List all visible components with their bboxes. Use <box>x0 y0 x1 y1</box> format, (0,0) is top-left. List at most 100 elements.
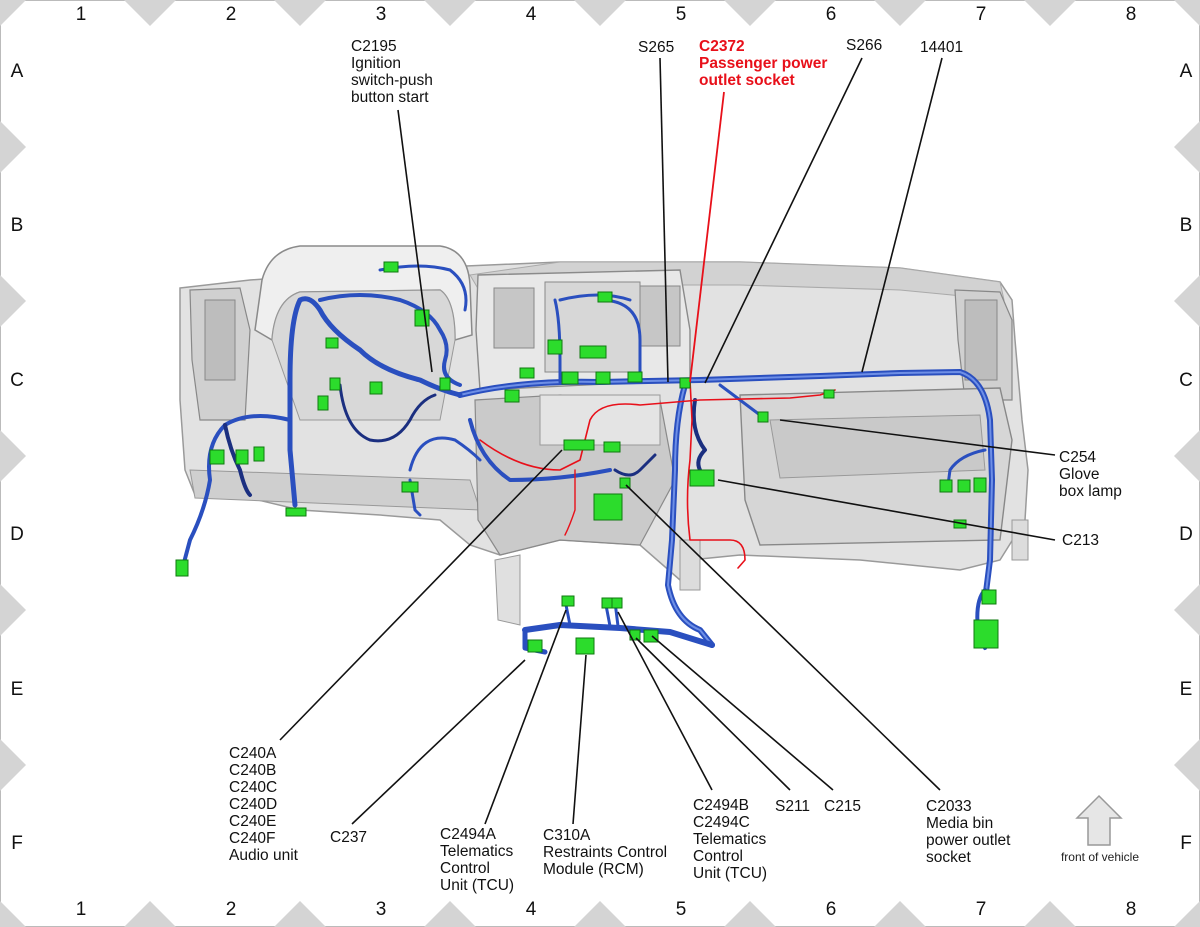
c213-branch <box>691 398 707 472</box>
media-bin-branch <box>613 453 657 477</box>
connector <box>939 479 953 493</box>
connector <box>383 261 399 273</box>
connector <box>679 377 691 389</box>
grid-column-label-bottom: 6 <box>826 899 837 920</box>
callout-line: C2494B <box>693 797 749 814</box>
callout-line: Telematics <box>440 843 513 860</box>
connector <box>595 371 611 385</box>
grid-column-label-top: 7 <box>976 4 987 25</box>
callout-line: C310A <box>543 827 591 844</box>
leader-lines <box>279 57 1056 825</box>
connector <box>611 597 623 609</box>
glove-lamp-branch <box>718 383 762 417</box>
grid-column-label-top: 4 <box>526 4 537 25</box>
frame-marker-left <box>0 121 26 173</box>
connector <box>973 619 999 649</box>
left-loop <box>287 296 463 508</box>
center-vent-right <box>639 285 681 347</box>
callout-line: C240B <box>229 762 276 779</box>
callout-line: Media bin <box>926 815 993 832</box>
frame-marker-right <box>1174 430 1200 482</box>
connector <box>579 345 607 359</box>
grid-column-label-bottom: 4 <box>526 899 537 920</box>
connector <box>597 291 613 303</box>
pedestal-left <box>494 554 521 626</box>
callout-line: S266 <box>846 37 882 54</box>
leader-c310a <box>572 654 587 825</box>
frame-marker-bottom <box>574 901 626 927</box>
bracket-far-right <box>1011 519 1029 561</box>
grid-row-label-right: E <box>1180 679 1193 700</box>
grid-column-label-top: 8 <box>1126 4 1137 25</box>
callout-line: C2494A <box>440 826 497 843</box>
frame-marker-top <box>1174 0 1200 26</box>
leader-c2195 <box>397 109 433 373</box>
callout-line: 14401 <box>920 39 963 56</box>
leader-c254 <box>779 419 1056 456</box>
frame-marker-bottom <box>124 901 176 927</box>
leader-14401 <box>861 57 943 373</box>
grid-row-label-right: B <box>1180 215 1193 236</box>
grid-row-label-right: A <box>1180 61 1193 82</box>
frame-marker-bottom <box>424 901 476 927</box>
connector <box>757 411 769 423</box>
lower-harness <box>522 622 715 648</box>
frame-marker-top <box>424 0 476 26</box>
callout-line: C237 <box>330 829 367 846</box>
grid-row-label-left: B <box>11 215 24 236</box>
grid-row-label-left: C <box>10 370 24 391</box>
callout-line: Restraints Control <box>543 844 667 861</box>
connector <box>504 389 520 403</box>
audio-unit-bay <box>539 394 661 446</box>
right-drop-branch <box>946 448 987 487</box>
leader-c2494a <box>484 609 567 825</box>
right-vent-opening <box>964 299 998 381</box>
callout-line: Glove <box>1059 466 1100 483</box>
callout-line: Ignition <box>351 55 401 72</box>
frame-marker-top <box>874 0 926 26</box>
frame-marker-left <box>0 275 26 327</box>
center-up-branch <box>553 298 562 384</box>
callout-line: Telematics <box>693 831 766 848</box>
connector <box>547 339 563 355</box>
label-c237: C237 <box>330 829 367 846</box>
red-circuit-lower <box>564 469 576 536</box>
callout-line: switch-push <box>351 72 433 89</box>
leader-s211 <box>635 637 791 791</box>
leader-s266 <box>704 57 863 384</box>
frame-marker-bottom <box>274 901 326 927</box>
grid-row-label-left: D <box>10 524 24 545</box>
label-c213: C213 <box>1062 532 1099 549</box>
leader-c215 <box>651 635 834 791</box>
frame-marker-top <box>0 0 26 26</box>
frame-marker-bottom <box>1174 901 1200 927</box>
connector <box>689 469 715 487</box>
frame-marker-right <box>1174 121 1200 173</box>
label-14401: 14401 <box>920 39 963 56</box>
frame-marker-right <box>1174 739 1200 791</box>
callout-line: Audio unit <box>229 847 299 864</box>
label-s266: S266 <box>846 37 882 54</box>
frame-marker-top <box>1024 0 1076 26</box>
connector <box>209 449 225 465</box>
main-trunk-highlight <box>459 371 993 601</box>
cluster-branch <box>318 293 462 387</box>
callout-line: C213 <box>1062 532 1099 549</box>
leader-c2372 <box>689 91 725 383</box>
grid-column-label-top: 2 <box>226 4 237 25</box>
center-vent-left <box>493 287 535 349</box>
leader-s265 <box>659 57 669 383</box>
frame-marker-bottom <box>1024 901 1076 927</box>
leader-c213 <box>717 479 1056 541</box>
connector <box>329 377 341 391</box>
leader-c240 <box>279 449 563 741</box>
connector <box>593 493 623 521</box>
callout-line: C2494C <box>693 814 750 831</box>
label-c215: C215 <box>824 798 861 815</box>
connector <box>253 446 265 462</box>
callout-line: power outlet <box>926 832 1011 849</box>
